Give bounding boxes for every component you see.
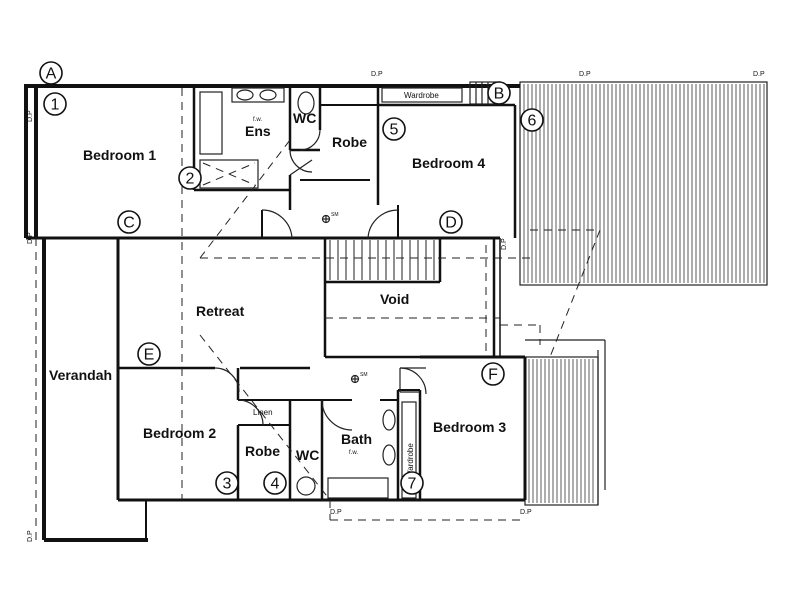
marker-E: E [137, 342, 161, 366]
room-label-robe-lower: Robe [245, 443, 280, 459]
smoke-detector-lower-icon [350, 374, 360, 384]
room-label-void: Void [380, 291, 409, 307]
marker-D: D [439, 210, 463, 234]
dp-label-1: D.P [371, 71, 383, 78]
svg-text:C: C [123, 215, 135, 232]
room-label-wardrobe-lower: Wardrobe [406, 443, 415, 478]
room-label-retreat: Retreat [196, 303, 245, 319]
svg-text:E: E [144, 347, 155, 364]
svg-text:5: 5 [390, 122, 399, 139]
dp-label-5: D.P [27, 232, 34, 244]
room-label-wc-upper: WC [293, 110, 316, 126]
room-label-bedroom1: Bedroom 1 [83, 147, 156, 163]
fw-label-lower: f.w. [349, 450, 358, 456]
svg-text:2: 2 [186, 171, 195, 188]
svg-text:F: F [488, 367, 498, 384]
dp-label-2: D.P [579, 71, 591, 78]
room-label-bedroom2: Bedroom 2 [143, 425, 216, 441]
dp-label-3: D.P [753, 71, 765, 78]
dp-label-9: D.P [520, 509, 532, 516]
fw-label-upper: f.w. [253, 117, 262, 123]
svg-text:4: 4 [271, 476, 280, 493]
dp-label-6: D.P [501, 238, 508, 250]
deck-hatch-lower [528, 359, 594, 503]
marker-7: 7 [400, 471, 424, 495]
dp-label-4: D.P [27, 110, 34, 122]
room-label-wc-lower: WC [296, 447, 319, 463]
reference-markers: A 1 2 B 5 6 C D E F 3 4 7 [39, 61, 544, 495]
svg-text:6: 6 [528, 113, 537, 130]
dp-label-8: D.P [330, 509, 342, 516]
deck-upper-outline [519, 81, 768, 286]
upper-interior-walls [192, 81, 517, 239]
svg-text:1: 1 [51, 97, 60, 114]
marker-A: A [39, 61, 63, 85]
room-label-bath: Bath [341, 431, 372, 447]
marker-B: B [487, 81, 511, 105]
marker-3: 3 [215, 471, 239, 495]
svg-text:3: 3 [223, 476, 232, 493]
room-label-linen: Linen [253, 408, 273, 417]
sm-label-upper: SM [331, 212, 339, 218]
room-label-bedroom4: Bedroom 4 [412, 155, 485, 171]
smoke-detector-upper-icon [321, 214, 331, 224]
marker-F: F [481, 362, 505, 386]
room-label-ensuite: Ens [245, 123, 271, 139]
svg-text:7: 7 [408, 476, 417, 493]
deck-lower-outline [524, 356, 599, 506]
room-label-verandah: Verandah [49, 367, 112, 383]
svg-text:B: B [494, 86, 505, 103]
svg-text:A: A [46, 66, 57, 83]
room-label-bedroom3: Bedroom 3 [433, 419, 506, 435]
sm-label-lower: SM [360, 372, 368, 378]
room-labels: Bedroom 1 Ens WC Robe Bedroom 4 Wardrobe… [49, 91, 506, 478]
room-label-wardrobe-upper: Wardrobe [404, 91, 439, 100]
svg-text:D: D [445, 215, 457, 232]
marker-6: 6 [520, 108, 544, 132]
annotations: D.P D.P D.P D.P D.P D.P D.P D.P D.P f.w.… [27, 71, 765, 542]
marker-4: 4 [263, 471, 287, 495]
stair-and-void [323, 238, 501, 359]
marker-C: C [117, 210, 141, 234]
marker-2: 2 [178, 166, 202, 190]
marker-5: 5 [382, 117, 406, 141]
dashed-projection-lines [35, 88, 606, 540]
dp-label-7: D.P [27, 530, 34, 542]
deck-hatch-upper [523, 84, 765, 283]
marker-1: 1 [43, 92, 67, 116]
room-label-robe-upper: Robe [332, 134, 367, 150]
